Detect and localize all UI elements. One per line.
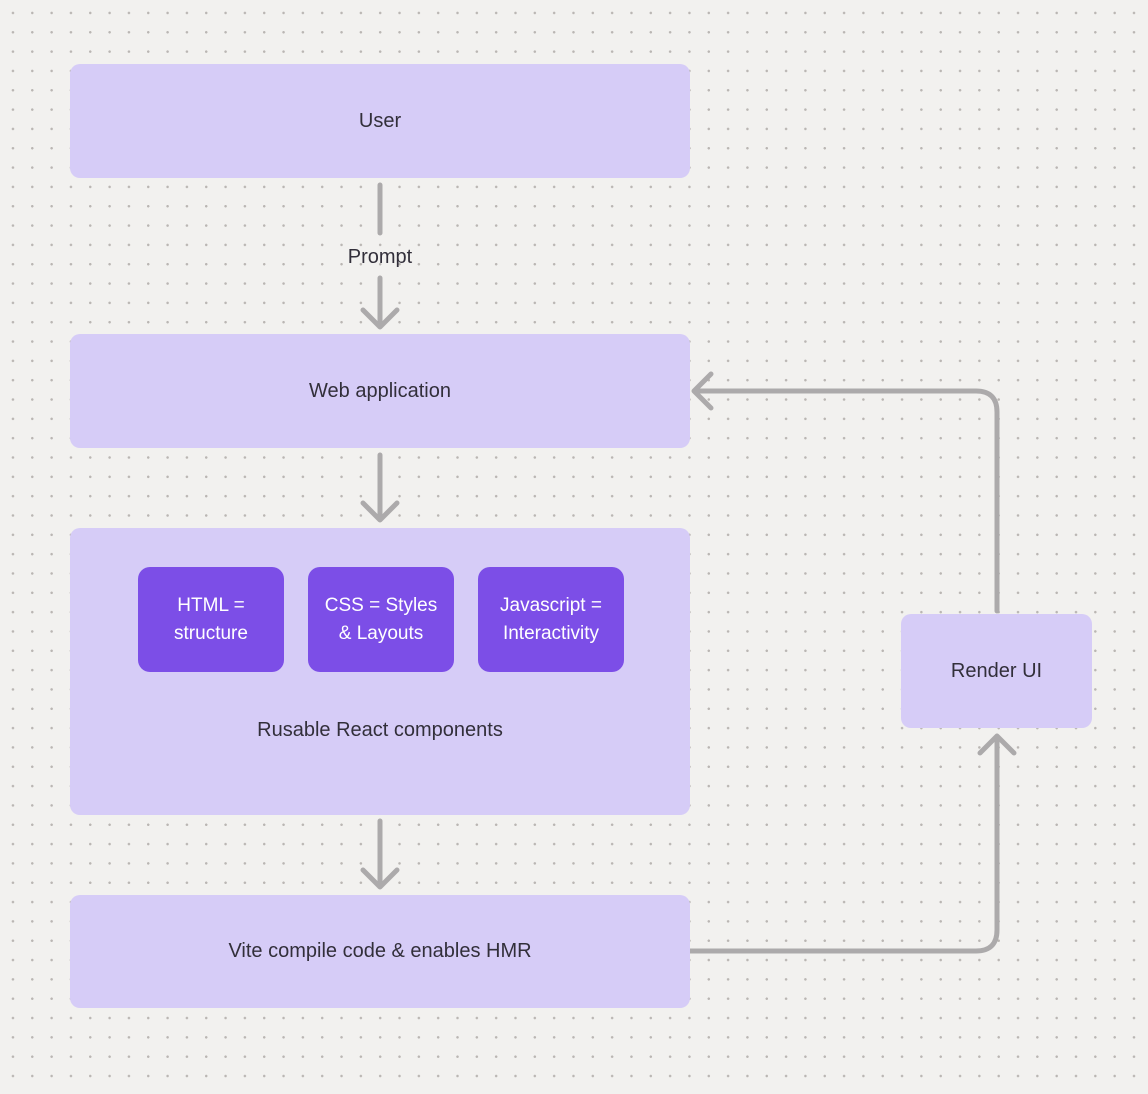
chip-css: CSS = Styles & Layouts: [308, 567, 454, 672]
node-user: User: [70, 64, 690, 178]
node-web-application: Web application: [70, 334, 690, 448]
edge-segment: [696, 388, 1000, 614]
chip-html: HTML = structure: [138, 567, 284, 672]
edge-webapp-to-components: [360, 452, 400, 523]
node-render-ui-label: Render UI: [950, 659, 1043, 682]
node-web-application-label: Web application: [309, 379, 451, 402]
arrow-left-icon: [691, 371, 714, 411]
chip-css-line2: & Layouts: [338, 622, 424, 644]
arrow-down-icon: [360, 867, 400, 890]
chip-html-line2: structure: [174, 622, 248, 644]
edge-user-to-webapp: [360, 182, 400, 330]
edge-renderui-to-webapp: [691, 371, 1000, 614]
chip-javascript: Javascript = Interactivity: [478, 567, 624, 672]
arrow-up-icon: [977, 733, 1017, 756]
edge-components-to-vite: [360, 818, 400, 890]
chip-javascript-line1: Javascript =: [500, 594, 602, 616]
node-user-label: User: [358, 109, 402, 132]
edge-segment: [687, 739, 1000, 954]
components-group-caption: Rusable React components: [257, 719, 503, 741]
arrow-down-icon: [360, 500, 400, 523]
chip-css-line1: CSS = Styles: [324, 594, 438, 616]
edge-label-prompt: Prompt: [347, 246, 413, 268]
chip-javascript-line2: Interactivity: [502, 622, 600, 644]
chip-html-line1: HTML =: [177, 594, 245, 616]
arrow-down-icon: [360, 307, 400, 330]
chip-row: HTML = structure CSS = Styles & Layouts …: [138, 567, 624, 672]
edge-vite-to-renderui: [687, 733, 1017, 954]
node-render-ui: Render UI: [901, 614, 1092, 728]
node-vite-label: Vite compile code & enables HMR: [228, 940, 532, 962]
node-components-group: HTML = structure CSS = Styles & Layouts …: [70, 528, 690, 815]
node-vite: Vite compile code & enables HMR: [70, 895, 690, 1008]
